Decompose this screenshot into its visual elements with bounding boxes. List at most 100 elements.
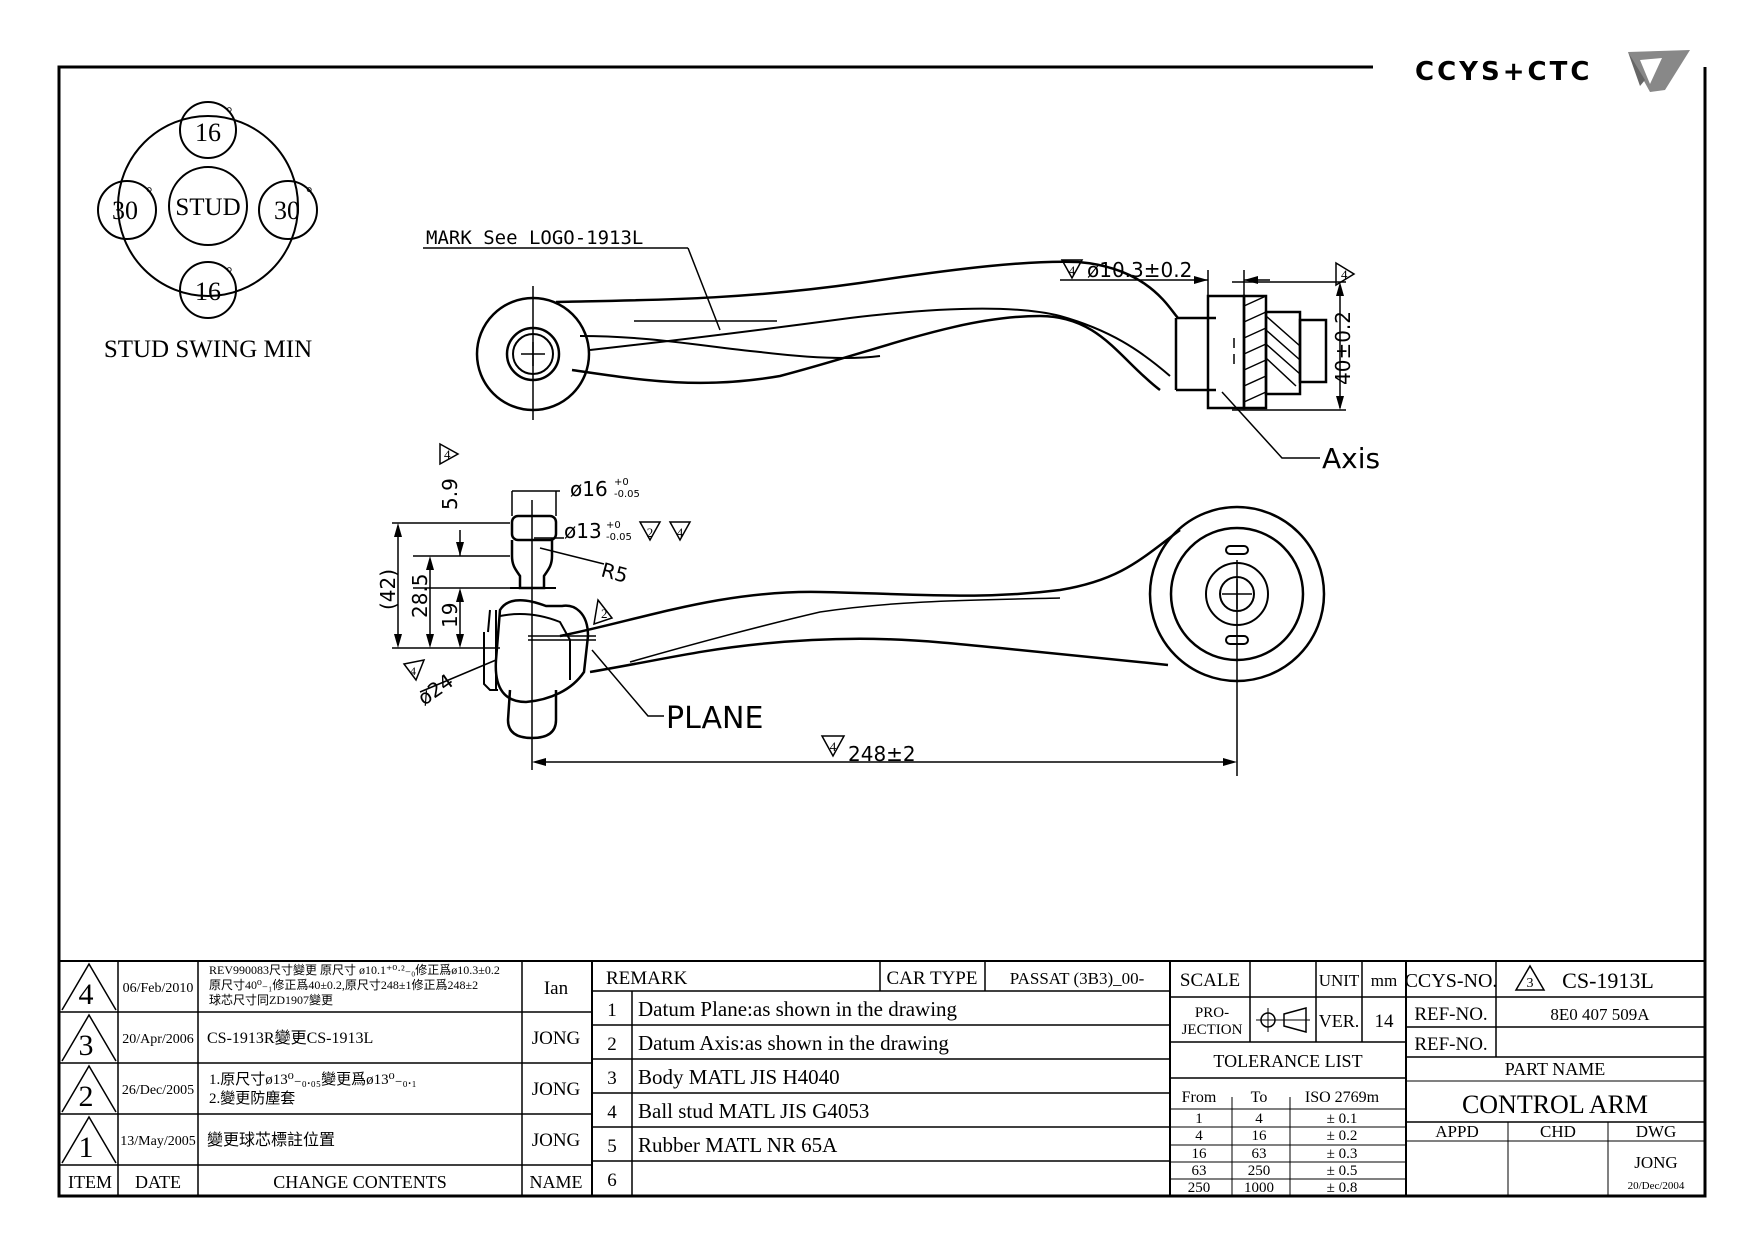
swing-left-degree: °: [146, 185, 152, 202]
ccys-no-rev: 3: [1527, 976, 1534, 991]
dim-d24: ø24: [413, 669, 458, 710]
rev-name-4: Ian: [544, 978, 569, 999]
rev-item-1: 1: [79, 1131, 94, 1164]
rev-content-4-line1: REV990083尺寸變更 原尺寸 ø10.1⁺⁰·²₋₀修正爲ø10.3±0.…: [209, 962, 500, 977]
ver-label: VER.: [1319, 1011, 1360, 1031]
brand-emblem-icon: [1628, 50, 1690, 92]
top-view: 4 ø10.3±0.2 4 40±0.2 Axis MARK See LOGO-…: [423, 227, 1380, 475]
remark-text-1: Datum Plane:as shown in the drawing: [638, 997, 958, 1021]
remark-no-1: 1: [607, 1000, 617, 1021]
revision-table: 4 3 2 1 06/Feb/2010 20/Apr/2006 26/Dec/2…: [59, 961, 593, 1196]
plane-label: PLANE: [666, 701, 763, 736]
drawing-frame: [57, 65, 1707, 1198]
axis-label: Axis: [1322, 442, 1380, 475]
mark-note: MARK See LOGO-1913L: [426, 227, 643, 249]
appd-label: APPD: [1435, 1122, 1478, 1141]
ref-no2-label: REF-NO.: [1414, 1034, 1487, 1055]
dim-d16-tol-low: -0.05: [614, 489, 640, 500]
rev-date-4: 06/Feb/2010: [123, 981, 194, 996]
tol-header-to: To: [1251, 1089, 1268, 1106]
rev-content-2-line2: 2.變更防塵套: [209, 1089, 295, 1107]
dim-r5: R5: [599, 558, 631, 588]
unit-value: mm: [1371, 971, 1397, 990]
dim-d24-rev4: 4: [410, 664, 416, 678]
third-angle-projection-icon: [1256, 1007, 1310, 1033]
tolerance-title: TOLERANCE LIST: [1213, 1051, 1362, 1071]
remark-text-3: Body MATL JIS H4040: [638, 1065, 840, 1089]
top-height-dim: 40±0.2: [1331, 311, 1355, 385]
dwg-label: DWG: [1636, 1122, 1677, 1141]
hatch-section: [1243, 295, 1301, 403]
unit-label: UNIT: [1319, 971, 1360, 990]
rev-date-3: 20/Apr/2006: [122, 1032, 194, 1047]
tol-r2-iso: ± 0.2: [1327, 1128, 1358, 1144]
title-block: SCALE UNIT mm PRO- JECTION VER. 14 TOLER…: [1170, 961, 1705, 1196]
tol-r5-to: 1000: [1244, 1180, 1274, 1196]
dim-d13: ø13: [564, 519, 602, 543]
brand-logo: CCYS+CTC: [1415, 50, 1690, 92]
swing-right-value: 30: [274, 196, 300, 225]
swing-bottom-value: 16: [195, 277, 221, 306]
swing-top-value: 16: [195, 118, 221, 147]
remark-no-5: 5: [607, 1136, 617, 1157]
remark-no-6: 6: [607, 1170, 617, 1191]
swing-center-label: STUD: [175, 194, 240, 221]
remark-no-4: 4: [607, 1102, 617, 1123]
tol-r5-from: 250: [1188, 1180, 1211, 1196]
tol-r4-iso: ± 0.5: [1327, 1163, 1358, 1179]
dim-42: (42): [376, 569, 400, 610]
rev-name-2: JONG: [532, 1079, 581, 1100]
top-diam-dim: ø10.3±0.2: [1087, 258, 1192, 282]
rev-content-4-line2: 原尺寸40⁰₋₁修正爲40±0.2,原尺寸248±1修正爲248±2: [209, 977, 478, 992]
brand-text: CCYS+CTC: [1415, 57, 1592, 87]
tol-r3-from: 16: [1192, 1146, 1208, 1162]
remark-text-5: Rubber MATL NR 65A: [638, 1133, 838, 1157]
swing-caption: STUD SWING MIN: [104, 336, 312, 363]
rev-content-4-line3: 球芯尺寸同ZD1907變更: [209, 992, 333, 1007]
rev-item-4: 4: [79, 978, 94, 1011]
part-name-value: CONTROL ARM: [1462, 1090, 1648, 1119]
rev-name-1: JONG: [532, 1130, 581, 1151]
tol-r1-from: 1: [1195, 1111, 1203, 1127]
projection-label-1: PRO-: [1195, 1005, 1229, 1021]
rev-date-1: 13/May/2005: [120, 1134, 195, 1149]
scale-label: SCALE: [1180, 970, 1240, 991]
dim-59-rev4: 4: [444, 447, 451, 462]
car-type-value: PASSAT (3B3)_00-: [1010, 969, 1145, 988]
tol-r5-iso: ± 0.8: [1327, 1180, 1358, 1196]
swing-top-degree: °: [226, 105, 232, 122]
remark-no-3: 3: [607, 1068, 617, 1089]
swing-bottom-degree: °: [226, 265, 232, 282]
rev-header-contents: CHANGE CONTENTS: [273, 1172, 447, 1192]
rev-content-3-line1: CS-1913R變更CS-1913L: [207, 1029, 373, 1047]
tol-r1-iso: ± 0.1: [1327, 1111, 1358, 1127]
dim-d16: ø16: [570, 477, 608, 501]
ref-no-label: REF-NO.: [1414, 1004, 1487, 1025]
remark-header: REMARK: [606, 968, 688, 989]
tol-r1-to: 4: [1255, 1111, 1263, 1127]
swing-left-value: 30: [112, 196, 138, 225]
rev-header-date: DATE: [135, 1172, 181, 1192]
tol-header-iso: ISO 2769m: [1305, 1089, 1380, 1106]
rev-item-2: 2: [79, 1080, 94, 1113]
tol-header-from: From: [1182, 1089, 1217, 1106]
rev-item-3: 3: [79, 1029, 94, 1062]
remark-table: REMARK CAR TYPE PASSAT (3B3)_00- 1 2 3 4…: [592, 961, 1171, 1196]
front-rev-4-length: 4: [830, 739, 837, 754]
tol-r3-to: 63: [1252, 1146, 1267, 1162]
length-dim: 248±2: [848, 742, 916, 766]
dim-19: 19: [438, 603, 462, 628]
remark-text-4: Ball stud MATL JIS G4053: [638, 1099, 869, 1123]
ccys-no-label: CCYS-NO.: [1405, 970, 1498, 992]
rev-date-2: 26/Dec/2005: [122, 1083, 194, 1098]
car-type-label: CAR TYPE: [887, 968, 978, 989]
dim-d13-tol-up: +0: [606, 520, 621, 531]
rev-header-name: NAME: [530, 1172, 583, 1192]
dim-d13-tol-low: -0.05: [606, 532, 632, 543]
rev-content-2-line1: 1.原尺寸ø13⁰₋₀.₀₅變更爲ø13⁰₋₀.₁: [209, 1071, 417, 1088]
dim-59: 5.9: [438, 478, 462, 510]
dim-d16-tol-up: +0: [614, 477, 629, 488]
tol-r3-iso: ± 0.3: [1327, 1146, 1358, 1162]
rev-mark-diam: 4: [1069, 263, 1076, 278]
